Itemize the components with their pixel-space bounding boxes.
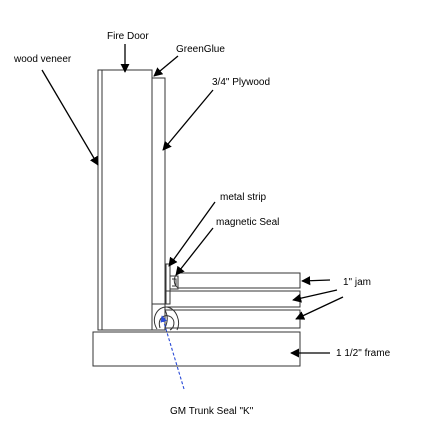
jam-arrow-1 [301, 276, 331, 286]
labels: wood veneer Fire Door GreenGlue 3/4" Ply… [13, 31, 391, 417]
green-glue-label: GreenGlue [176, 44, 225, 55]
jam-label: 1" jam [343, 277, 371, 288]
jamb-layer-3 [164, 309, 301, 329]
jam-arrow-2 [292, 289, 338, 303]
leader-arrows [41, 44, 344, 390]
green-glue-arrow [153, 55, 179, 77]
plywood-label: 3/4" Plywood [212, 77, 270, 88]
wood-veneer-layer [97, 69, 103, 331]
fire-door-core [101, 69, 153, 331]
trunk-seal-arrow [160, 315, 185, 390]
magnetic-seal-label: magnetic Seal [216, 217, 279, 228]
frame-label: 1 1/2" frame [336, 348, 391, 359]
seal-assembly [153, 263, 180, 331]
trunk-seal-label: GM Trunk Seal "K" [170, 406, 254, 417]
magnetic-seal-arrow [175, 227, 214, 276]
metal-strip-label: metal strip [220, 192, 267, 203]
door-assembly [97, 69, 166, 331]
metal-strip [165, 263, 171, 305]
wood-veneer-arrow [41, 69, 99, 166]
plywood-layer [151, 77, 166, 305]
metal-strip-arrow [168, 201, 216, 267]
jamb-assembly [164, 272, 301, 329]
jamb-layer-1 [173, 272, 301, 289]
jamb-layer-2 [164, 290, 301, 308]
fire-door-label: Fire Door [107, 31, 149, 42]
plywood-arrow [162, 89, 214, 151]
wood-veneer-label: wood veneer [13, 54, 72, 65]
jam-arrow-3 [295, 296, 344, 320]
frame-base [92, 331, 301, 367]
